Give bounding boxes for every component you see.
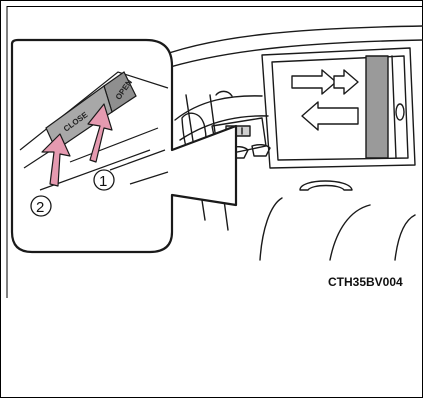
slide-open-arrow <box>292 70 336 94</box>
sunroof-glass-panel <box>366 56 388 158</box>
step-2-number: 2 <box>36 199 44 216</box>
switch-closeup-callout: OPEN CLOSE 1 2 <box>12 40 236 252</box>
roof-outline <box>150 26 423 60</box>
grab-handle <box>300 181 352 190</box>
slide-close-arrow <box>302 102 358 130</box>
figure-code: CTH35BV004 <box>328 275 403 289</box>
step-1-number: 1 <box>99 173 107 190</box>
